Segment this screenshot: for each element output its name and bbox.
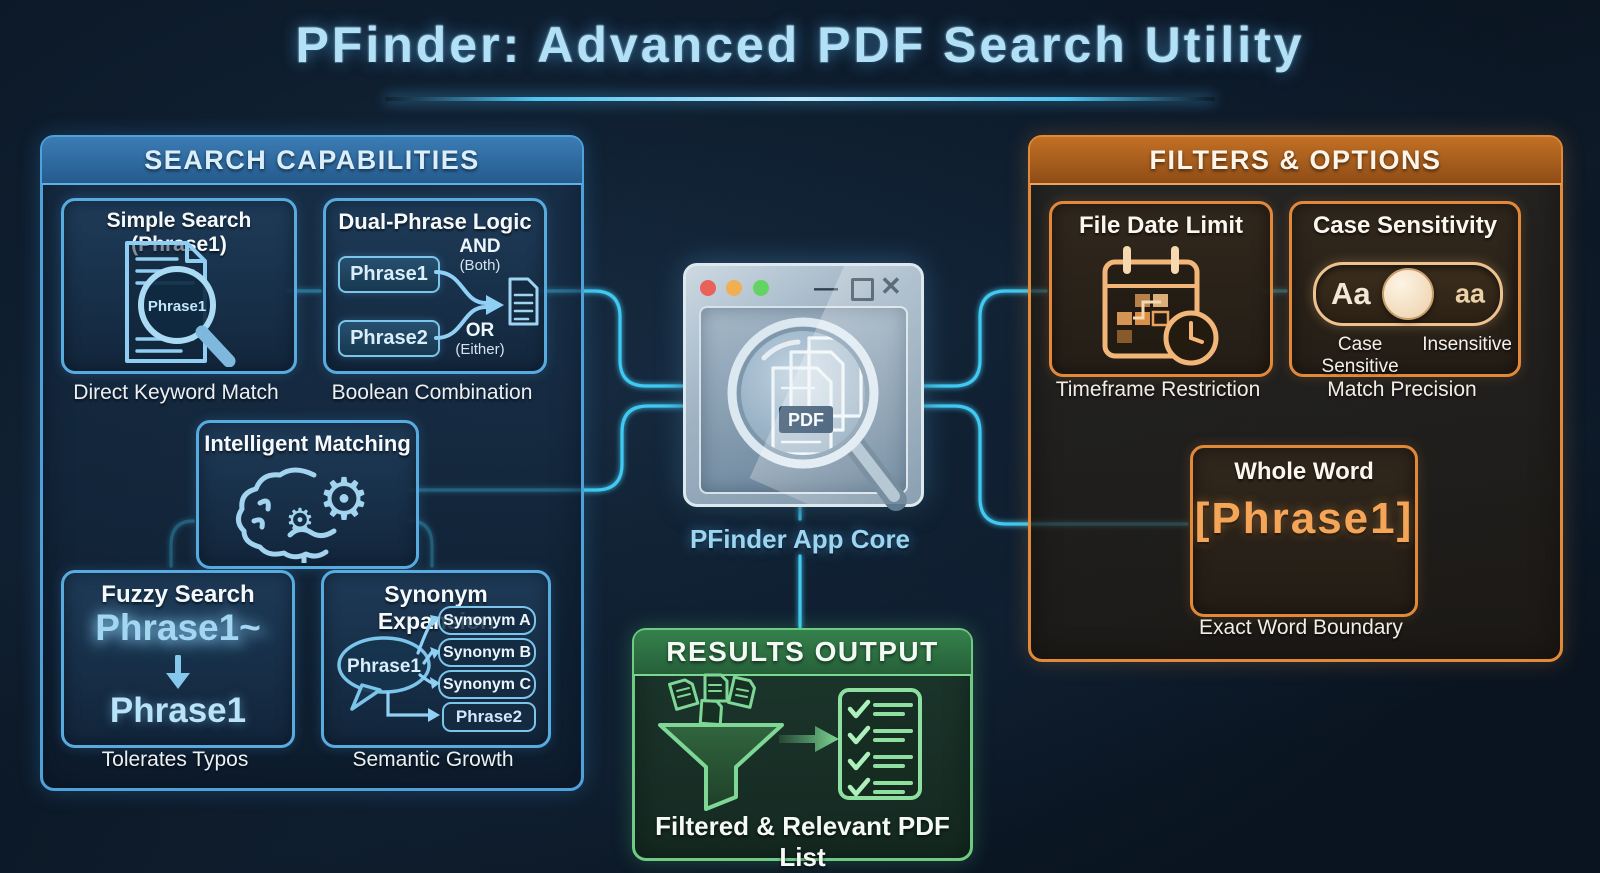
synonym-expansion-box: Synonym Expansion Phrase1 Synonym A Syno… [321,570,551,748]
fuzzy-search-box: Fuzzy Search Phrase1~ Phrase1~ Phrase1 [61,570,295,748]
speech-bubble-icon: Phrase1 [337,636,431,711]
filters-options-panel: FILTERS & OPTIONS File Date Limit [1028,135,1563,662]
pdf-magnifier-icon: PDF [727,317,907,511]
magnifier-lens-label: Phrase1 [148,298,206,315]
search-capabilities-panel: SEARCH CAPABILITIES Simple Search (Phras… [40,135,584,791]
pfinder-window: — ✕ PDF [683,263,924,511]
document-search-icon: Phrase1 [125,241,236,367]
minimize-icon[interactable]: — [814,275,838,302]
page-title: PFinder: Advanced PDF Search Utility [295,17,1305,73]
simple-search-box: Simple Search (Phrase1) Phrase1 [61,198,297,374]
dual-phrase-box: Dual-Phrase Logic Phrase1 Phrase2 AND (B… [323,198,547,374]
case-toggle-off-label: aa [1454,278,1485,309]
file-date-limit-caption: Timeframe Restriction [1055,378,1261,401]
pdf-badge: PDF [788,410,824,430]
window-dot-red[interactable] [700,280,716,296]
window-dot-green[interactable] [753,280,769,296]
whole-word-caption: Exact Word Boundary [1199,616,1403,639]
synonym-expansion-caption: Semantic Growth [352,748,514,771]
case-sensitivity-box: Case Sensitivity Aa aa Case Sensitive In… [1289,201,1521,377]
arrow-right-icon [779,726,839,752]
whole-word-title: Whole Word [1234,458,1374,485]
window-dot-amber[interactable] [726,280,742,296]
simple-search-caption: Direct Keyword Match [73,381,279,404]
case-state-labels: Case Sensitive Insensitive [1298,334,1512,378]
down-arrow-icon [166,655,190,689]
synonym-chip: Synonym B [438,638,536,667]
fuzzy-match-text: Phrase1 [109,691,247,730]
phrase2-chip: Phrase2 [442,702,536,732]
gear-icon: ⚙ [286,502,315,538]
fuzzy-typo-text: Phrase1~ [95,607,261,648]
maximize-icon[interactable] [851,278,874,301]
case-insensitive-label: Insensitive [1422,334,1512,355]
case-sensitive-label: Case Sensitive [1321,334,1399,377]
case-toggle[interactable]: Aa aa [1313,262,1503,326]
results-output-panel: RESULTS OUTPUT [632,628,973,872]
phrase1-chip: Phrase1 [338,256,440,293]
close-icon[interactable]: ✕ [880,271,902,301]
file-date-limit-title: File Date Limit [1078,212,1244,239]
funnel-icon [658,673,784,811]
case-toggle-on-label: Aa [1331,276,1371,311]
checklist-icon [838,688,922,800]
fuzzy-search-caption: Tolerates Typos [101,748,249,771]
case-sensitivity-caption: Match Precision [1327,378,1477,401]
whole-word-box: Whole Word [Phrase1] [1190,445,1418,617]
filters-options-header: FILTERS & OPTIONS [1030,137,1561,185]
file-date-limit-box: File Date Limit [1049,201,1273,377]
brain-gears-icon: ⚙ ⚙ [236,467,370,563]
whole-word-token: [Phrase1] [1194,494,1414,543]
results-caption: Filtered & Relevant PDF List [655,811,950,872]
results-output-header: RESULTS OUTPUT [634,630,971,676]
synonym-chip: Synonym C [438,670,536,699]
synonym-chip: Synonym A [438,606,536,635]
and-label: AND [459,236,501,257]
title-underline [385,97,1215,101]
phrase2-chip: Phrase2 [338,320,440,357]
intelligent-matching-box: Intelligent Matching ⚙ ⚙ [196,420,419,569]
gear-icon: ⚙ [318,467,370,532]
calendar-clock-icon [1102,246,1219,366]
fuzzy-search-title: Fuzzy Search [101,581,255,608]
case-sensitivity-title: Case Sensitivity [1312,212,1498,239]
dual-phrase-caption: Boolean Combination [331,381,533,404]
intelligent-matching-title: Intelligent Matching [204,431,411,456]
document-icon [508,277,539,326]
bubble-label: Phrase1 [347,656,421,677]
toggle-knob[interactable] [1382,268,1434,320]
dual-phrase-title: Dual-Phrase Logic [338,209,532,234]
and-note: AND (Both) [442,236,518,274]
app-core-caption: PFinder App Core [689,524,911,554]
both-note: (Both) [459,256,501,274]
either-note: (Either) [455,340,505,358]
search-capabilities-header: SEARCH CAPABILITIES [42,137,582,185]
or-label: OR [465,320,495,341]
or-note: OR (Either) [442,320,518,358]
